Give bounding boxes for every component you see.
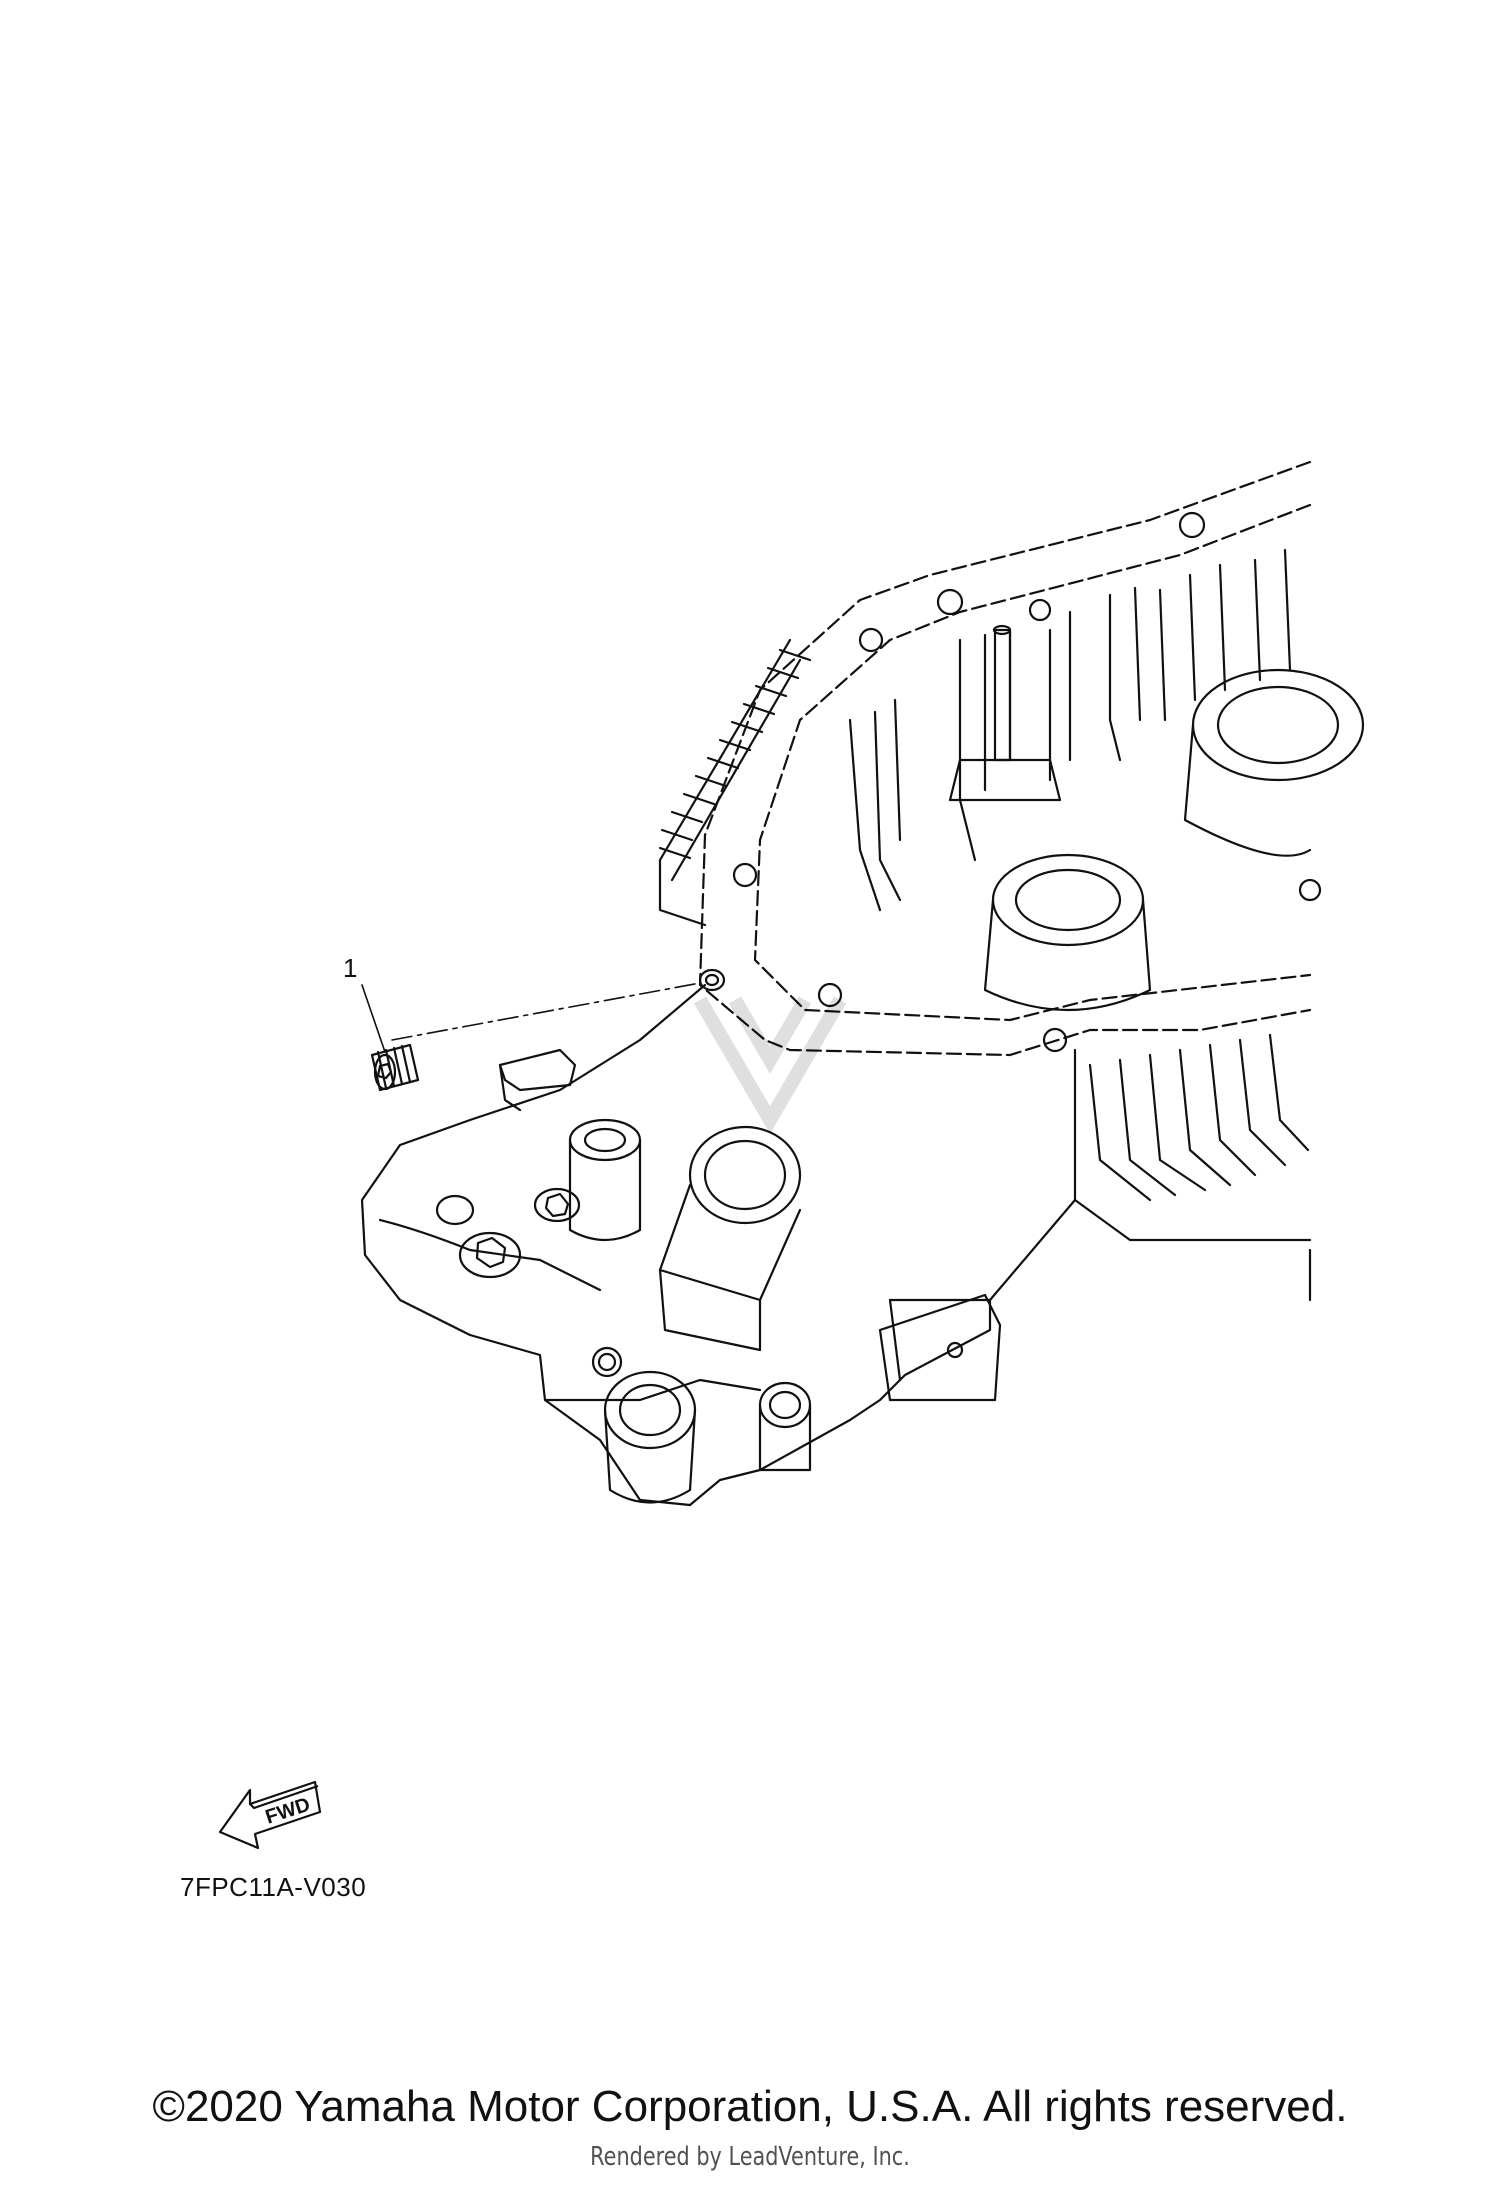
mounting-tab <box>878 1293 1002 1402</box>
rendered-by-watermark: Rendered by LeadVenture, Inc. <box>590 2142 910 2172</box>
bracket-lug <box>498 1048 577 1112</box>
diagram-code: 7FPC11A-V030 <box>180 1872 367 1902</box>
lower-right-fins <box>1073 1033 1312 1302</box>
left-cooling-fins <box>658 638 812 927</box>
bottom-pipes <box>591 1346 812 1504</box>
copyright-notice: ©2020 Yamaha Motor Corporation, U.S.A. A… <box>152 2082 1348 2131</box>
cylinder-inner-fins <box>848 548 1292 912</box>
assembly-centerline <box>391 982 701 1041</box>
callout-label-1: 1 <box>343 953 358 983</box>
watermark-logo <box>693 996 847 1134</box>
lower-housing <box>360 983 1077 1507</box>
fwd-arrow-icon: FWD <box>218 1780 322 1850</box>
callout-leader <box>361 984 386 1053</box>
gasket-flange <box>698 460 1312 1057</box>
central-shaft <box>948 624 1062 802</box>
hex-plug-boss <box>435 1187 581 1279</box>
upper-pipe-boss <box>568 1118 642 1241</box>
right-bearing-boss <box>1183 668 1365 857</box>
main-bearing-boss <box>983 853 1152 1012</box>
plug-hole <box>698 968 726 992</box>
angled-tube-boss <box>658 1125 802 1352</box>
threaded-plug-part-1 <box>370 1043 420 1092</box>
flange-bolt-holes <box>732 511 1322 1053</box>
